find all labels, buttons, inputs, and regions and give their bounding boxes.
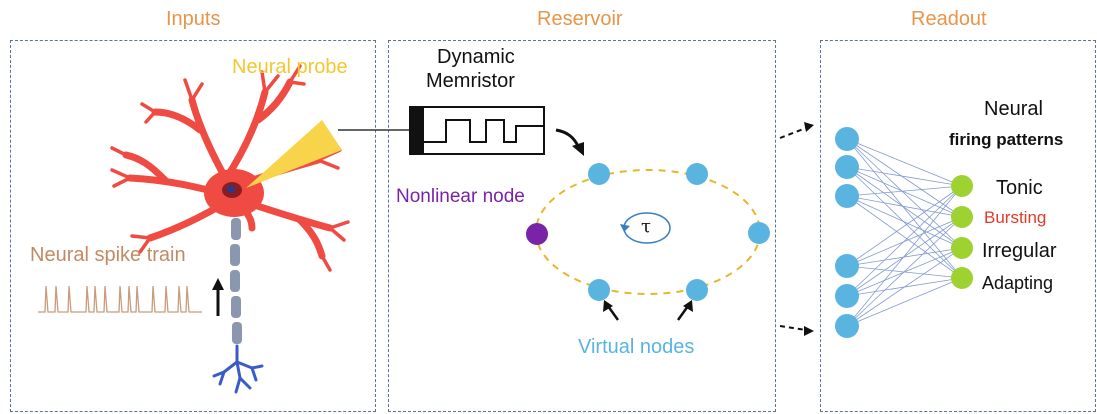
neural-probe-icon xyxy=(246,120,342,188)
output-node-irregular xyxy=(951,237,973,259)
readout-connection xyxy=(846,216,963,327)
readout-input-node xyxy=(835,184,859,208)
spike-train-label: Neural spike train xyxy=(30,244,186,266)
up-arrow-icon xyxy=(212,278,224,316)
readout-connection xyxy=(846,185,963,267)
virtual-node xyxy=(748,222,770,244)
readout-connection xyxy=(846,166,963,279)
readout-input-node xyxy=(835,314,859,338)
readout-connections xyxy=(846,138,963,327)
readout-input-node xyxy=(835,254,859,278)
virtual-node xyxy=(686,279,708,301)
readout-connection xyxy=(846,166,963,249)
readout-input-node xyxy=(835,127,859,151)
neural-probe-label: Neural probe xyxy=(232,56,348,78)
neuron-icon xyxy=(110,64,350,272)
readout-connection xyxy=(846,138,963,218)
readout-title-line2: firing patterns xyxy=(949,130,1064,149)
readout-connection xyxy=(846,138,963,279)
reservoir-to-readout-arrows xyxy=(779,122,814,336)
readout-connection xyxy=(846,138,963,249)
memristor-label-line2: Memristor xyxy=(426,70,515,92)
tau-label: τ xyxy=(641,216,651,237)
memristor-arrow-icon xyxy=(555,128,584,156)
readout-connection xyxy=(846,138,963,187)
readout-panel xyxy=(820,40,1096,412)
output-node-tonic xyxy=(951,175,973,197)
readout-connection xyxy=(846,247,963,327)
readout-input-node xyxy=(835,284,859,308)
readout-connection xyxy=(846,185,963,197)
memristor-label-line1: Dynamic xyxy=(437,46,515,68)
reservoir-title: Reservoir xyxy=(537,8,623,30)
virtual-node-arrows xyxy=(603,300,693,321)
output-label-adapting: Adapting xyxy=(982,273,1054,293)
axon-terminal-icon xyxy=(212,344,264,394)
output-label-tonic: Tonic xyxy=(996,177,1043,199)
readout-connection xyxy=(846,277,963,327)
nonlinear-node-label: Nonlinear node xyxy=(396,186,525,207)
readout-connection xyxy=(846,195,963,218)
nonlinear-node xyxy=(526,223,548,245)
axon xyxy=(230,218,242,344)
tau-loop-icon xyxy=(620,212,671,244)
output-label-bursting: Bursting xyxy=(984,208,1047,227)
virtual-node xyxy=(686,163,708,185)
inputs-title: Inputs xyxy=(166,8,221,30)
output-node-adapting xyxy=(951,267,973,289)
inputs-panel xyxy=(10,40,376,412)
readout-output-layer xyxy=(951,175,973,289)
output-label-irregular: Irregular xyxy=(982,240,1057,262)
virtual-nodes-label: Virtual nodes xyxy=(578,336,695,358)
virtual-node xyxy=(588,279,610,301)
readout-connection xyxy=(846,166,963,218)
readout-title: Readout xyxy=(911,8,987,30)
spike-train-waveform xyxy=(38,285,202,313)
readout-input-node xyxy=(835,155,859,179)
readout-connection xyxy=(846,185,963,297)
memristor-icon xyxy=(409,106,545,155)
virtual-node xyxy=(588,163,610,185)
readout-connection xyxy=(846,185,963,327)
output-node-bursting xyxy=(951,206,973,228)
readout-input-layer xyxy=(835,127,859,338)
reservoir-panel xyxy=(388,40,776,412)
readout-title-line1: Neural xyxy=(984,98,1043,120)
readout-connection xyxy=(846,247,963,267)
readout-connection xyxy=(846,195,963,279)
readout-connection xyxy=(846,166,963,187)
readout-connection xyxy=(846,195,963,249)
virtual-nodes xyxy=(588,163,770,301)
